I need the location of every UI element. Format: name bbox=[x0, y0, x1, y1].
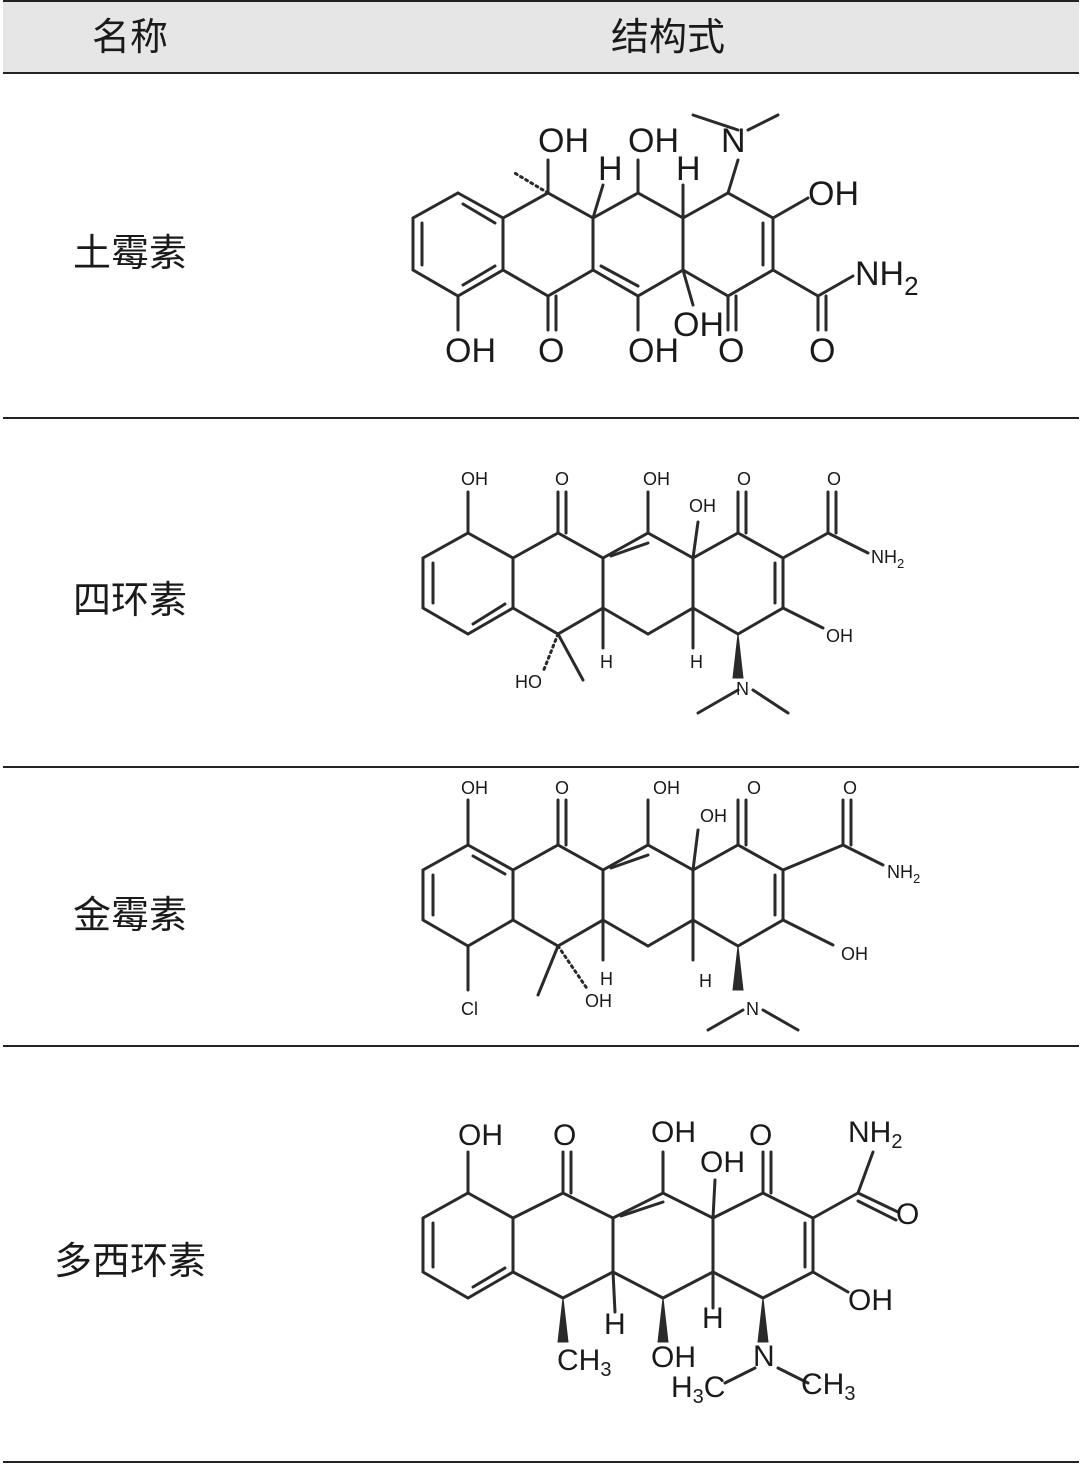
label-n: N bbox=[736, 679, 749, 699]
header-name: 名称 bbox=[91, 15, 168, 59]
structure-oxytetracycline: OH H OH H N OH NH2 OH O OH OH O O bbox=[411, 113, 919, 370]
label-nh2: NH2 bbox=[887, 862, 920, 886]
label-o: O bbox=[827, 469, 841, 489]
table-row-oxytetracycline: 土霉素 OH H OH bbox=[3, 72, 1079, 419]
compound-name: 多西环素 bbox=[53, 1239, 206, 1283]
label-oh: OH bbox=[826, 626, 853, 646]
label-o: O bbox=[809, 332, 835, 370]
label-oh: OH bbox=[651, 1116, 696, 1149]
label-h: H bbox=[699, 971, 712, 991]
label-h: H bbox=[600, 969, 613, 989]
label-oh: OH bbox=[673, 306, 724, 344]
compound-name: 土霉素 bbox=[72, 231, 187, 275]
label-h: H bbox=[600, 652, 613, 672]
antibiotic-table: 名称 结构式 土霉素 OH bbox=[3, 0, 1079, 1464]
label-oh: OH bbox=[700, 806, 727, 826]
label-ch3: CH3 bbox=[801, 1368, 855, 1405]
label-h: H bbox=[598, 150, 623, 188]
label-oh: OH bbox=[808, 175, 859, 213]
label-ch3: CH3 bbox=[557, 1344, 611, 1381]
table-row-doxycycline: 多西环素 OH bbox=[3, 1047, 1079, 1463]
label-h: H bbox=[690, 652, 703, 672]
label-oh: OH bbox=[689, 496, 716, 516]
table-row-chlortetracycline: 金霉素 OH O bbox=[3, 768, 1079, 1047]
compound-name: 金霉素 bbox=[72, 893, 187, 937]
label-oh: OH bbox=[538, 122, 589, 160]
label-cl: Cl bbox=[461, 999, 478, 1019]
label-nh2: NH2 bbox=[848, 1116, 902, 1153]
label-ho: HO bbox=[515, 672, 542, 692]
label-nh2: NH2 bbox=[855, 255, 919, 301]
structure-tetracycline: OH O OH OH O O NH2 OH HO H H N bbox=[421, 469, 904, 715]
structure-chlortetracycline: OH O OH OH O O NH2 OH Cl OH H H N bbox=[421, 778, 920, 1032]
label-o: O bbox=[555, 778, 569, 798]
label-oh: OH bbox=[643, 469, 670, 489]
header-structure: 结构式 bbox=[610, 15, 725, 59]
table-header: 名称 结构式 bbox=[3, 0, 1079, 74]
label-o: O bbox=[843, 778, 857, 798]
label-n: N bbox=[753, 1340, 775, 1373]
label-o: O bbox=[718, 332, 744, 370]
label-o: O bbox=[747, 778, 761, 798]
label-oh: OH bbox=[628, 332, 679, 370]
label-o: O bbox=[749, 1119, 772, 1152]
label-oh: OH bbox=[841, 944, 868, 964]
label-oh: OH bbox=[461, 469, 488, 489]
label-oh: OH bbox=[585, 991, 612, 1011]
label-h: H bbox=[702, 1302, 724, 1335]
label-oh: OH bbox=[445, 332, 496, 370]
table-row-tetracycline: 四环素 OH O OH bbox=[3, 419, 1079, 768]
label-o: O bbox=[553, 1119, 576, 1152]
label-oh: OH bbox=[848, 1284, 893, 1317]
structure-doxycycline: OH O OH OH O NH2 O OH H H CH3 OH N H3C C… bbox=[421, 1116, 919, 1408]
label-oh: OH bbox=[653, 778, 680, 798]
label-oh: OH bbox=[458, 1119, 503, 1152]
label-n: N bbox=[746, 999, 759, 1019]
label-o: O bbox=[555, 469, 569, 489]
label-o: O bbox=[737, 469, 751, 489]
label-n: N bbox=[721, 122, 746, 160]
label-oh: OH bbox=[628, 122, 679, 160]
label-nh2: NH2 bbox=[871, 547, 904, 571]
label-o: O bbox=[538, 332, 564, 370]
label-h: H bbox=[676, 150, 701, 188]
label-h3c: H3C bbox=[671, 1371, 725, 1408]
label-o: O bbox=[896, 1198, 919, 1231]
compound-name: 四环素 bbox=[72, 578, 187, 622]
label-oh: OH bbox=[651, 1341, 696, 1374]
label-oh: OH bbox=[461, 778, 488, 798]
label-oh: OH bbox=[700, 1146, 745, 1179]
label-h: H bbox=[604, 1308, 626, 1341]
